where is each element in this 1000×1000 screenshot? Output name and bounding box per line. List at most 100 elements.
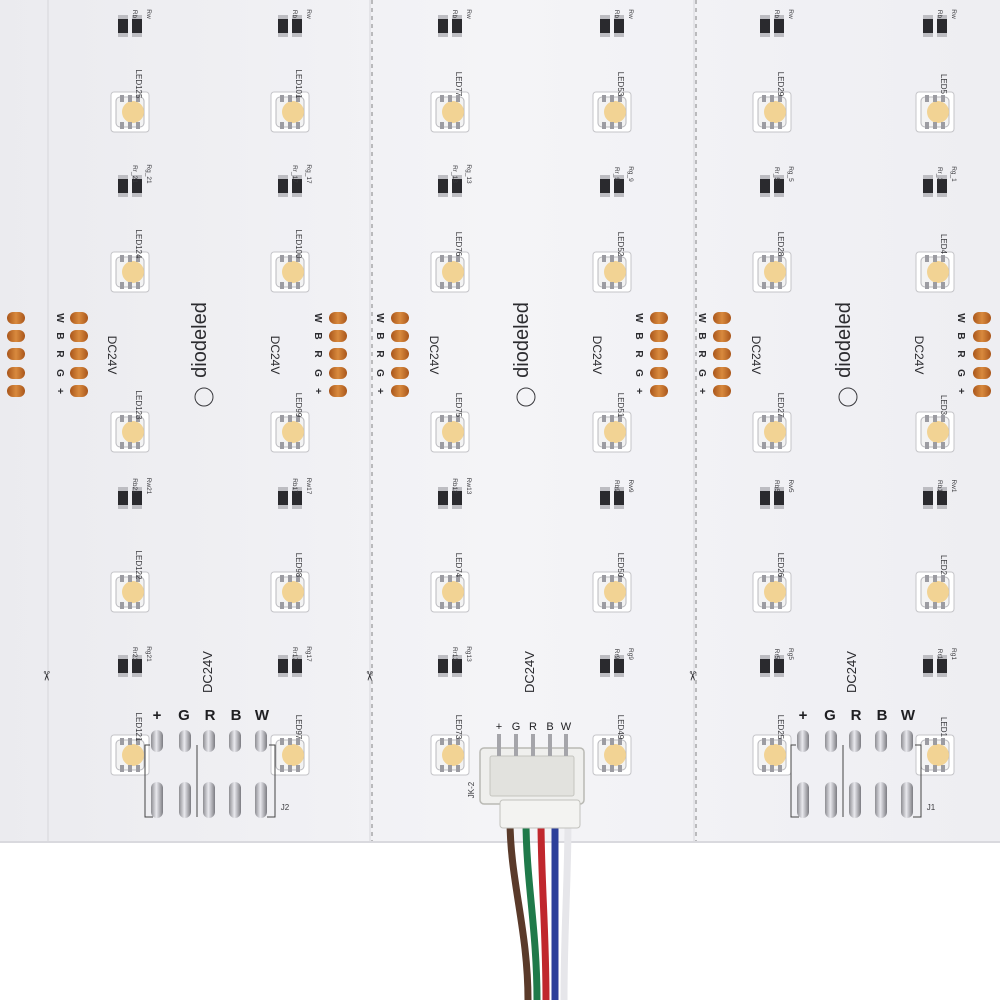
copper-pad: [973, 312, 991, 324]
resistor-ref-label: Rr1: [936, 649, 943, 660]
led-phosphor: [927, 421, 949, 443]
copper-pad: [713, 330, 731, 342]
resistor-ref-label: Rg_13: [465, 164, 472, 184]
led-pin: [448, 282, 452, 289]
resistor: [452, 175, 462, 197]
resistor-body: [614, 655, 624, 677]
led-ref-label: LED51: [616, 393, 625, 418]
resistor-cap: [438, 655, 448, 659]
pin-pad-top: [179, 730, 191, 752]
resistor-body: [774, 175, 784, 197]
resistor-cap: [118, 655, 128, 659]
led-pin: [618, 95, 622, 102]
led-pin: [440, 575, 444, 582]
smd-led: [270, 571, 310, 613]
resistor-ref-label: Rb: [936, 10, 943, 19]
resistor-ref-label: Rb21: [131, 478, 138, 494]
scissors-icon: ✂: [39, 671, 54, 682]
led-pin: [778, 255, 782, 262]
led-ref-label: LED25: [776, 715, 785, 740]
resistor: [614, 175, 624, 197]
copper-pad: [713, 367, 731, 379]
led-pin: [762, 442, 766, 449]
smd-led: [430, 571, 470, 613]
resistor-ref-label: Rw9: [627, 479, 634, 492]
resistor-body: [292, 487, 302, 509]
led-ref-label: LED4: [939, 234, 948, 255]
resistor-cap: [600, 193, 610, 197]
led-pin: [770, 442, 774, 449]
resistor-cap: [132, 655, 142, 659]
silkscreen-outline: [790, 744, 799, 818]
led-pin: [280, 765, 284, 772]
led-pin: [778, 765, 782, 772]
resistor-ref-label: Rw1: [950, 479, 957, 492]
led-phosphor: [122, 744, 144, 766]
resistor-cap: [937, 673, 947, 677]
pad-pin-label: B: [633, 332, 644, 339]
copper-pad: [650, 348, 668, 360]
pad-pin-label: R: [633, 350, 644, 358]
connector-pin: [531, 734, 535, 756]
led-pin: [762, 602, 766, 609]
voltage-label: DC24V: [268, 336, 282, 375]
led-pin: [618, 255, 622, 262]
pin-header-label: B: [877, 707, 888, 724]
led-pin: [440, 255, 444, 262]
led-pin: [778, 415, 782, 422]
copper-pad: [329, 312, 347, 324]
led-pin: [770, 415, 774, 422]
led-pin: [770, 95, 774, 102]
resistor-cap: [937, 15, 947, 19]
led-pin: [120, 415, 124, 422]
led-pin: [925, 738, 929, 745]
led-pin: [770, 255, 774, 262]
resistor-cap: [438, 193, 448, 197]
resistor-cap: [614, 33, 624, 37]
resistor-body: [452, 655, 462, 677]
resistor-ref-label: Rg_17: [305, 164, 312, 184]
pad-pin-label: W: [54, 313, 65, 323]
led-phosphor: [122, 421, 144, 443]
smd-led: [270, 251, 310, 293]
led-ref-label: LED27: [776, 393, 785, 418]
led-pin: [120, 738, 124, 745]
resistor: [118, 175, 128, 197]
led-phosphor: [122, 261, 144, 283]
led-ref-label: LED98: [294, 553, 303, 578]
resistor-body: [438, 15, 448, 37]
pin-pad-bottom: [179, 782, 191, 818]
smd-led: [915, 91, 955, 133]
resistor-ref-label: Rr_21: [131, 165, 138, 183]
led-pin: [456, 415, 460, 422]
led-pin: [618, 282, 622, 289]
led-phosphor: [282, 581, 304, 603]
scissors-icon: ✂: [685, 671, 700, 682]
silkscreen-outline: [144, 744, 153, 818]
resistor-body: [600, 655, 610, 677]
resistor: [292, 655, 302, 677]
led-ref-label: LED121: [134, 713, 143, 742]
led-phosphor: [282, 261, 304, 283]
resistor-ref-label: Rg17: [305, 646, 312, 662]
led-pin: [280, 95, 284, 102]
led-pin: [128, 255, 132, 262]
resistor-cap: [760, 193, 770, 197]
resistor-body: [774, 15, 784, 37]
led-pin: [941, 442, 945, 449]
resistor: [760, 175, 770, 197]
resistor-ref-label: Rr_5: [773, 167, 780, 181]
led-pin: [136, 122, 140, 129]
led-pin: [136, 442, 140, 449]
pad-pin-label: R: [955, 350, 966, 358]
resistor-body: [132, 487, 142, 509]
led-pin: [941, 575, 945, 582]
resistor-ref-label: Rb13: [451, 478, 458, 494]
copper-pad: [713, 385, 731, 397]
resistor-cap: [278, 15, 288, 19]
led-pin: [448, 765, 452, 772]
led-pin: [128, 282, 132, 289]
copper-pad: [7, 385, 25, 397]
resistor-cap: [774, 655, 784, 659]
copper-pad: [973, 385, 991, 397]
